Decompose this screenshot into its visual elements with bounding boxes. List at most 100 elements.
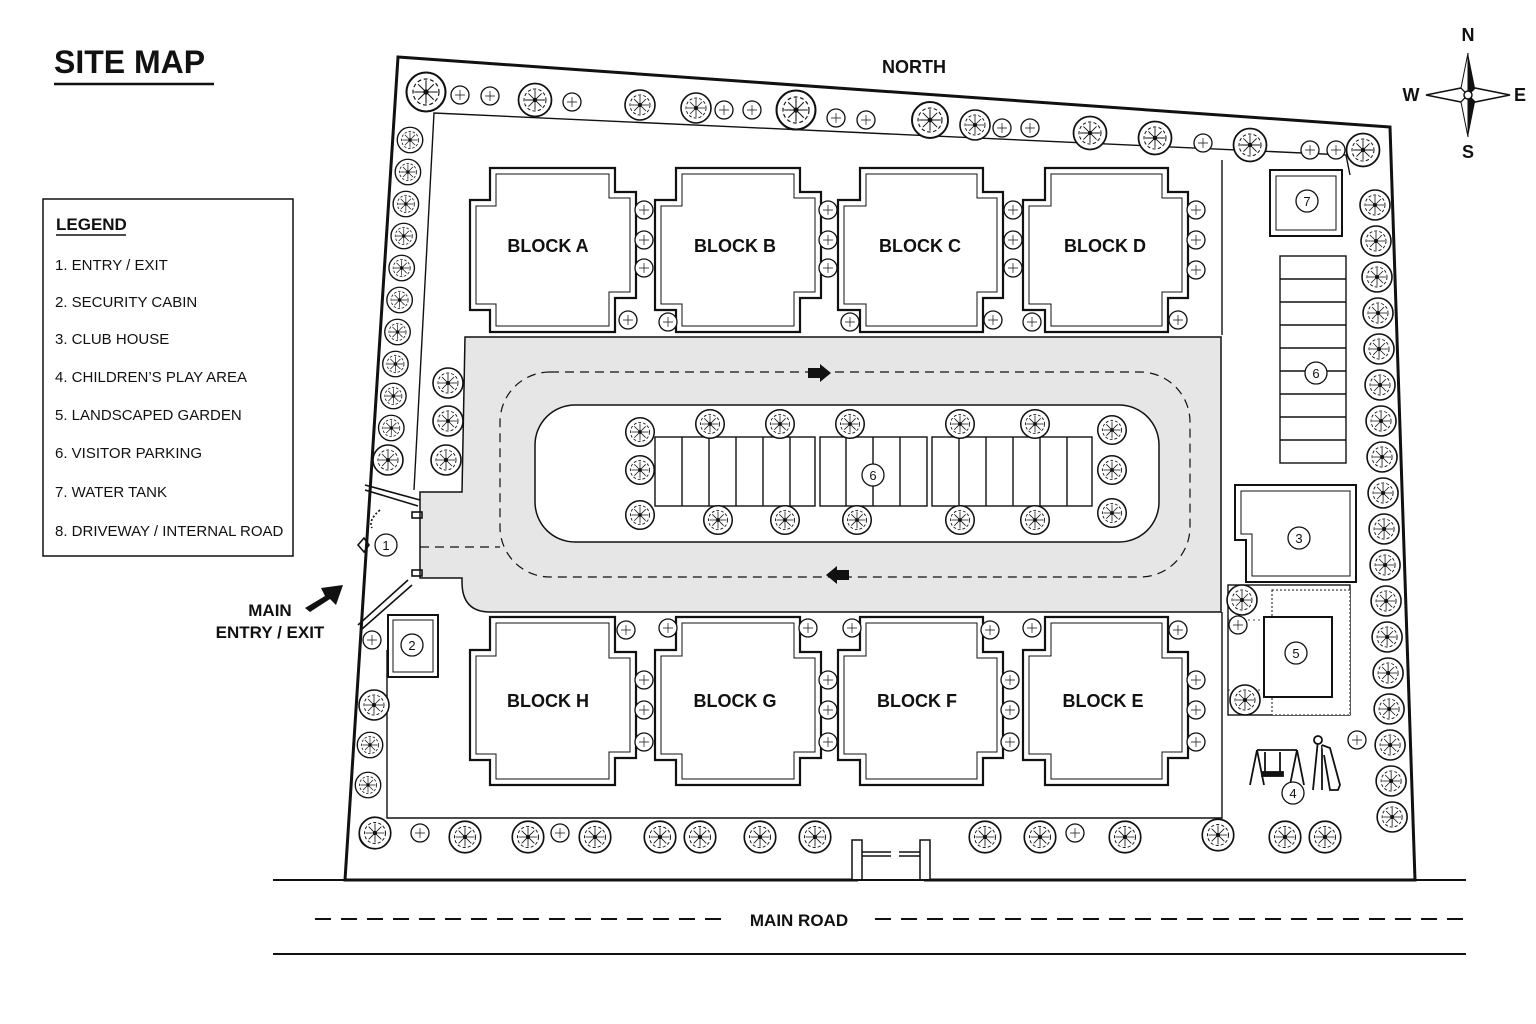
shrub-icon xyxy=(1228,615,1248,635)
shrub-icon xyxy=(980,620,1000,640)
main-road xyxy=(273,879,1466,955)
marker-2: 2 xyxy=(400,633,424,657)
marker-1-text: 1 xyxy=(382,538,389,553)
shrub-icon xyxy=(410,823,430,843)
shrub-icon xyxy=(1003,200,1023,220)
shrub-icon xyxy=(1168,310,1188,330)
marker-1: 1 xyxy=(374,533,398,557)
block-b xyxy=(653,166,823,334)
legend-item: 6. VISITOR PARKING xyxy=(55,445,202,462)
tree-icon xyxy=(1370,585,1402,617)
shrub-icon xyxy=(634,200,654,220)
shrub-icon xyxy=(1000,732,1020,752)
legend-item: 3. CLUB HOUSE xyxy=(55,331,169,348)
tree-icon xyxy=(386,286,414,314)
shrub-icon xyxy=(1003,258,1023,278)
tree-icon xyxy=(624,89,656,121)
map-title: SITE MAP xyxy=(54,44,205,80)
tree-icon xyxy=(1374,729,1406,761)
tree-icon xyxy=(1226,584,1258,616)
shrub-icon xyxy=(818,732,838,752)
tree-icon xyxy=(432,367,464,399)
tree-icon xyxy=(624,499,656,531)
legend-item: 7. WATER TANK xyxy=(55,484,167,501)
tree-icon xyxy=(624,454,656,486)
tree-icon xyxy=(959,109,991,141)
entry-label-line2: ENTRY / EXIT xyxy=(216,623,325,642)
legend-item: 5. LANDSCAPED GARDEN xyxy=(55,407,242,424)
marker-5: 5 xyxy=(1284,641,1308,665)
block-g-label: BLOCK G xyxy=(694,691,777,711)
tree-icon xyxy=(775,89,817,131)
entry-arrow-icon xyxy=(305,585,343,612)
tree-icon xyxy=(1363,333,1395,365)
shrub-icon xyxy=(992,118,1012,138)
tree-icon xyxy=(1375,765,1407,797)
tree-icon xyxy=(1096,454,1128,486)
shrub-icon xyxy=(818,200,838,220)
shrub-icon xyxy=(1000,700,1020,720)
shrub-icon xyxy=(1000,670,1020,690)
tree-icon xyxy=(1376,801,1408,833)
legend-item: 1. ENTRY / EXIT xyxy=(55,257,168,274)
tree-icon xyxy=(968,820,1002,854)
tree-icon xyxy=(643,820,677,854)
tree-icon xyxy=(702,504,734,536)
tree-icon xyxy=(517,82,553,118)
slide-icon xyxy=(1312,735,1341,791)
block-h-label: BLOCK H xyxy=(507,691,589,711)
main-gate xyxy=(851,839,931,881)
tree-icon xyxy=(1371,621,1403,653)
marker-7: 7 xyxy=(1295,189,1319,213)
marker-3: 3 xyxy=(1287,526,1311,550)
marker-6-east: 6 xyxy=(1304,361,1328,385)
legend-item: 4. CHILDREN’S PLAY AREA xyxy=(55,369,247,386)
block-e xyxy=(1021,615,1190,787)
shrub-icon xyxy=(1186,670,1206,690)
tree-icon xyxy=(1369,549,1401,581)
block-c-label: BLOCK C xyxy=(879,236,961,256)
tree-icon xyxy=(1229,684,1261,716)
shrub-icon xyxy=(1186,200,1206,220)
tree-icon xyxy=(390,222,418,250)
shrub-icon xyxy=(714,100,734,120)
tree-icon xyxy=(1362,297,1394,329)
shrub-icon xyxy=(818,700,838,720)
main-road-label: MAIN ROAD xyxy=(750,911,848,930)
shrub-icon xyxy=(742,100,762,120)
shrub-icon xyxy=(634,258,654,278)
tree-icon xyxy=(769,504,801,536)
shrub-icon xyxy=(450,85,470,105)
tree-icon xyxy=(764,408,796,440)
shrub-icon xyxy=(658,312,678,332)
tree-icon xyxy=(743,820,777,854)
shrub-icon xyxy=(634,700,654,720)
shrub-icon xyxy=(983,310,1003,330)
shrub-icon xyxy=(1022,312,1042,332)
direction-arrow-icon xyxy=(808,364,831,382)
tree-icon xyxy=(841,504,873,536)
compass-e: E xyxy=(1514,85,1526,105)
tree-icon xyxy=(396,126,424,154)
tree-icon xyxy=(578,820,612,854)
tree-icon xyxy=(372,444,404,476)
block-f-label: BLOCK F xyxy=(877,691,957,711)
marker-7-text: 7 xyxy=(1303,194,1310,209)
block-c xyxy=(836,166,1005,334)
tree-icon xyxy=(1360,225,1392,257)
tree-icon xyxy=(1372,657,1404,689)
tree-icon xyxy=(1365,405,1397,437)
shrub-icon xyxy=(1326,140,1346,160)
legend-item: 8. DRIVEWAY / INTERNAL ROAD xyxy=(55,523,284,540)
marker-5-text: 5 xyxy=(1292,646,1299,661)
shrub-icon xyxy=(818,230,838,250)
tree-icon xyxy=(358,689,390,721)
central-parking xyxy=(654,436,1093,507)
legend-item: 2. SECURITY CABIN xyxy=(55,294,197,311)
legend: LEGEND 1. ENTRY / EXIT 2. SECURITY CABIN… xyxy=(42,198,294,557)
tree-icon xyxy=(1366,441,1398,473)
shrub-icon xyxy=(840,312,860,332)
shrub-icon xyxy=(362,630,382,650)
block-e-label: BLOCK E xyxy=(1063,691,1144,711)
tree-icon xyxy=(1359,189,1391,221)
